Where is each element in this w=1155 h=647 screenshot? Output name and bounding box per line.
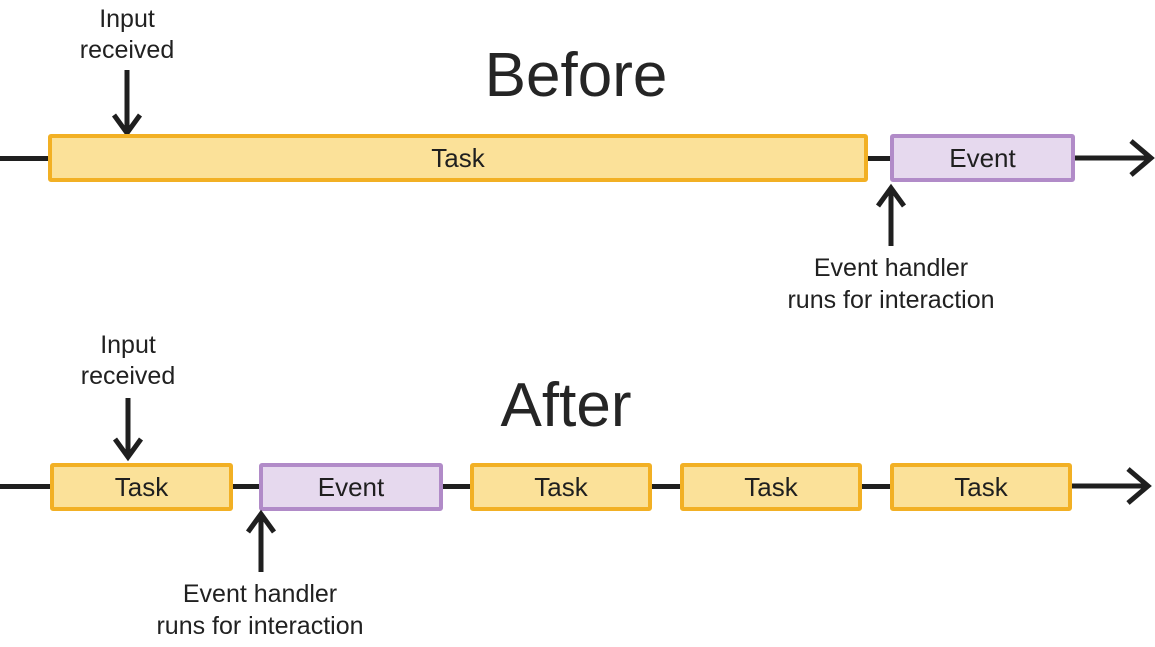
before-title: Before — [484, 41, 668, 110]
after-event-bar-label: Event — [317, 471, 385, 502]
before-handler-arrow-up-icon — [875, 183, 907, 246]
before-handler-annotation: Event handler runs for interaction — [736, 252, 1046, 316]
before-event-bar-label: Event — [949, 142, 1016, 173]
after-task-bar-1-label: Task — [114, 471, 169, 502]
before-input-arrow-down-icon — [111, 70, 143, 138]
after-task-bar-2-label: Task — [534, 471, 588, 502]
after-task-bar-4: Task — [890, 463, 1072, 511]
after-input-annotation: Input received — [28, 330, 228, 392]
after-handler-annotation-line2: runs for interaction — [156, 612, 364, 640]
after-timeline-segment — [233, 484, 259, 489]
after-task-bar-4-label: Task — [954, 471, 1008, 502]
after-handler-arrow-up-icon — [245, 509, 277, 572]
after-handler-annotation: Event handler runs for interaction — [105, 578, 415, 642]
before-input-annotation-line1: Input — [99, 5, 155, 33]
after-task-bar-3: Task — [680, 463, 862, 511]
before-handler-annotation-line1: Event handler — [813, 254, 969, 282]
after-input-annotation-line1: Input — [100, 331, 156, 359]
before-timeline-arrowhead-icon — [1075, 139, 1155, 177]
before-task-bar: Task — [48, 134, 868, 182]
before-input-annotation: Input received — [27, 4, 227, 66]
after-handler-annotation-line1: Event handler — [182, 580, 338, 608]
after-task-bar-2: Task — [470, 463, 652, 511]
after-task-bar-1: Task — [50, 463, 233, 511]
after-title: After — [500, 371, 632, 440]
before-timeline-segment — [868, 156, 890, 161]
before-task-bar-label: Task — [431, 142, 485, 173]
after-input-annotation-line2: received — [80, 362, 176, 390]
before-input-annotation-line2: received — [79, 36, 175, 64]
before-event-bar: Event — [890, 134, 1075, 182]
after-timeline-segment — [862, 484, 890, 489]
after-task-bar-3-label: Task — [744, 471, 798, 502]
after-timeline-segment — [443, 484, 470, 489]
before-handler-annotation-line2: runs for interaction — [787, 286, 995, 314]
after-event-bar: Event — [259, 463, 443, 511]
after-timeline-arrowhead-icon — [1072, 467, 1152, 505]
after-timeline-segment — [0, 484, 50, 489]
after-timeline-segment — [652, 484, 680, 489]
after-input-arrow-down-icon — [112, 398, 144, 462]
before-timeline-segment — [0, 156, 48, 161]
